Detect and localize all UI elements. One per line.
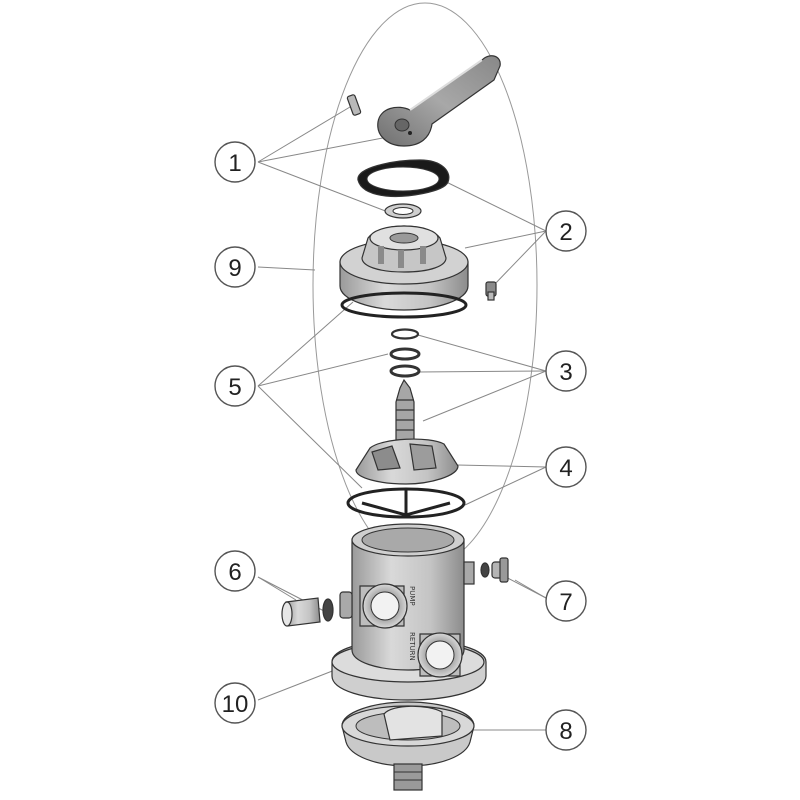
callout-6: 6 bbox=[214, 550, 256, 592]
callout-7: 7 bbox=[545, 580, 587, 622]
washer-part bbox=[384, 203, 422, 219]
hose-fitting-part bbox=[281, 597, 334, 627]
callout-1: 1 bbox=[214, 141, 256, 183]
callout-5-label: 5 bbox=[228, 374, 241, 401]
callout-10: 10 bbox=[214, 682, 256, 724]
cover-part bbox=[339, 225, 469, 319]
return-label: RETURN bbox=[408, 632, 416, 661]
screw-part bbox=[485, 281, 497, 301]
callout-4-label: 4 bbox=[559, 455, 572, 482]
pump-label: PUMP bbox=[408, 586, 416, 606]
callout-3-label: 3 bbox=[559, 359, 572, 386]
callout-9-label: 9 bbox=[228, 255, 241, 282]
o-rings-part bbox=[389, 328, 421, 378]
callout-2-label: 2 bbox=[559, 219, 572, 246]
callout-9: 9 bbox=[214, 246, 256, 288]
base-part bbox=[341, 701, 475, 791]
callout-1-label: 1 bbox=[228, 150, 241, 177]
handle-part bbox=[377, 55, 501, 147]
pin-part bbox=[346, 94, 362, 116]
drain-plug-part bbox=[480, 557, 509, 583]
callout-7-label: 7 bbox=[559, 589, 572, 616]
callout-3: 3 bbox=[545, 350, 587, 392]
callout-6-label: 6 bbox=[228, 559, 241, 586]
callout-10-label: 10 bbox=[222, 691, 249, 718]
rotor-part bbox=[346, 378, 466, 519]
callout-8: 8 bbox=[545, 709, 587, 751]
callout-4: 4 bbox=[545, 446, 587, 488]
gasket-part bbox=[357, 159, 450, 197]
callout-8-label: 8 bbox=[559, 718, 572, 745]
callout-2: 2 bbox=[545, 210, 587, 252]
callout-5: 5 bbox=[214, 365, 256, 407]
valve-body-part: PUMP RETURN bbox=[331, 523, 487, 701]
